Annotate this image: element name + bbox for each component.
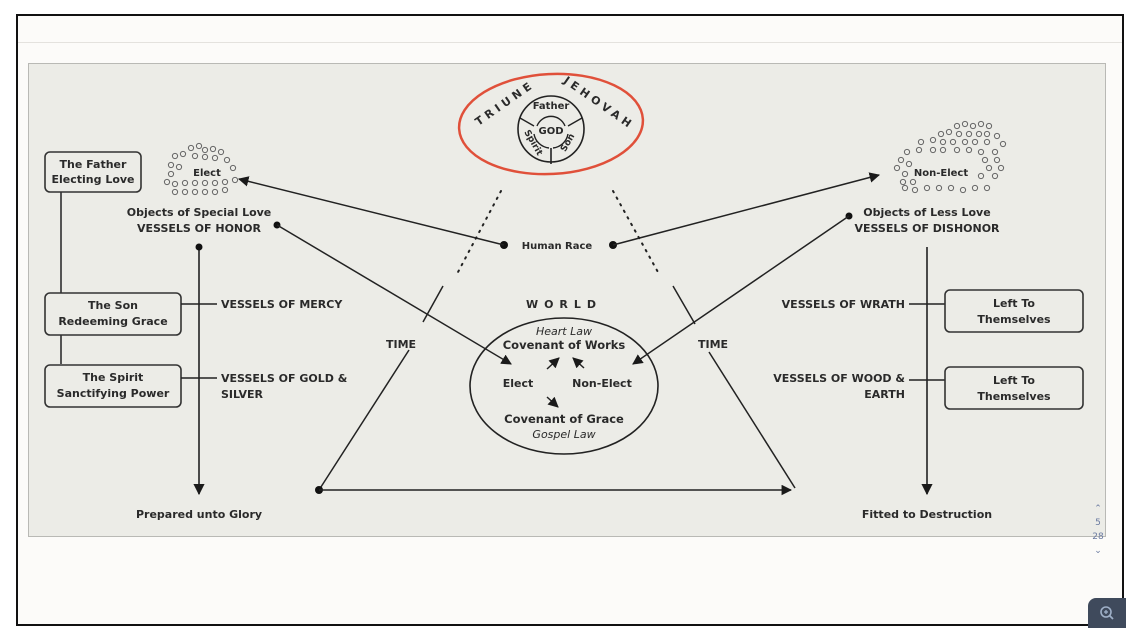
svg-text:Objects of Special Love: Objects of Special Love (127, 206, 272, 219)
triune-jehovah-emblem: Father GOD Son Spirit TRIUNE JEHOVAH (457, 72, 645, 176)
svg-text:Objects of Less Love: Objects of Less Love (863, 206, 990, 219)
svg-text:VESSELS OF WOOD &: VESSELS OF WOOD & (773, 372, 905, 385)
red-highlight-circle (457, 72, 645, 176)
svg-text:VESSELS OF GOLD &: VESSELS OF GOLD & (221, 372, 348, 385)
elect-cluster (163, 142, 239, 196)
svg-text:The Father: The Father (60, 158, 127, 171)
svg-text:Electing Love: Electing Love (51, 173, 134, 186)
slide-canvas: Father GOD Son Spirit TRIUNE JEHOVAH The… (28, 63, 1106, 537)
non-elect-label: Non-Elect (914, 168, 968, 179)
viewer-toolbar (18, 16, 1122, 43)
svg-text:VESSELS OF HONOR: VESSELS OF HONOR (137, 222, 261, 235)
svg-text:VESSELS OF DISHONOR: VESSELS OF DISHONOR (854, 222, 1000, 235)
current-page: 5 (1095, 518, 1101, 528)
svg-text:The Son: The Son (88, 299, 138, 312)
human-race-label: Human Race (522, 241, 593, 252)
svg-text:Fitted to Destruction: Fitted to Destruction (862, 508, 992, 521)
svg-text:SILVER: SILVER (221, 388, 264, 401)
svg-text:WORLD: WORLD (526, 298, 602, 311)
svg-text:Heart Law: Heart Law (536, 325, 592, 338)
world-circle: WORLD Heart Law Covenant of Works Elect … (469, 298, 659, 455)
svg-text:Father: Father (533, 101, 570, 112)
svg-text:Themselves: Themselves (977, 313, 1051, 326)
svg-text:Non-Elect: Non-Elect (572, 377, 632, 390)
viewer-frame: Father GOD Son Spirit TRIUNE JEHOVAH The… (16, 14, 1126, 628)
svg-text:GOD: GOD (538, 126, 563, 137)
total-pages: 28 (1092, 532, 1104, 542)
svg-text:VESSELS OF MERCY: VESSELS OF MERCY (221, 298, 343, 311)
svg-text:Covenant of Grace: Covenant of Grace (504, 412, 624, 426)
svg-text:VESSELS OF WRATH: VESSELS OF WRATH (782, 298, 905, 311)
svg-text:Themselves: Themselves (977, 390, 1051, 403)
page-down-button[interactable]: ⌄ (1094, 546, 1102, 556)
svg-text:TIME: TIME (386, 338, 416, 351)
elect-label: Elect (193, 168, 221, 179)
svg-text:Elect: Elect (503, 377, 534, 390)
page-navigator: ⌃ 5 28 ⌄ (1086, 502, 1110, 558)
doctrine-diagram: Father GOD Son Spirit TRIUNE JEHOVAH The… (44, 72, 1084, 521)
svg-text:Gospel Law: Gospel Law (532, 428, 595, 441)
non-elect-cluster (893, 120, 1007, 194)
svg-text:Prepared unto Glory: Prepared unto Glory (136, 508, 262, 521)
left-boxes: The Father Electing Love The Son Redeemi… (44, 151, 217, 408)
page-up-button[interactable]: ⌃ (1094, 504, 1102, 514)
right-boxes: VESSELS OF WRATH VESSELS OF WOOD & EARTH… (773, 289, 1084, 410)
svg-text:Redeeming Grace: Redeeming Grace (58, 315, 167, 328)
svg-text:The Spirit: The Spirit (83, 371, 144, 384)
zoom-button[interactable] (1088, 598, 1126, 628)
svg-text:Covenant of Works: Covenant of Works (503, 338, 626, 352)
svg-text:TRIUNE: TRIUNE (473, 78, 538, 129)
svg-text:Sanctifying Power: Sanctifying Power (57, 387, 170, 400)
svg-text:Left To: Left To (993, 374, 1035, 387)
svg-text:Left To: Left To (993, 297, 1035, 310)
svg-text:TIME: TIME (698, 338, 728, 351)
svg-text:EARTH: EARTH (864, 388, 905, 401)
zoom-in-icon (1100, 606, 1114, 620)
